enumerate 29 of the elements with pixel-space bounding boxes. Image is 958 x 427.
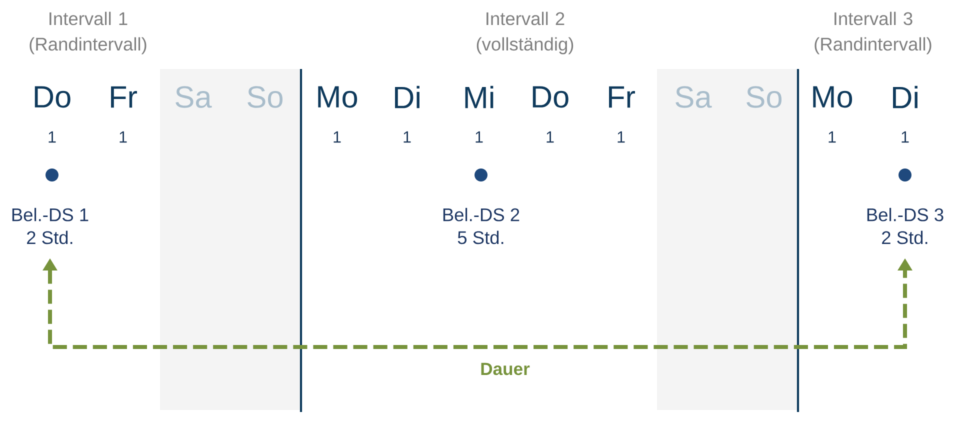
count-label: 1 [546, 131, 554, 143]
weekday-label: So [746, 86, 782, 108]
count-label: 1 [476, 131, 483, 143]
count-label: 1 [828, 131, 836, 143]
weekday-label: Mo [813, 86, 852, 108]
weekday-label: Fr [111, 86, 137, 108]
interval-heading: Intervall 3 (Randintervall) [814, 12, 932, 54]
count-label: 1 [404, 131, 411, 143]
interval-heading: Intervall 1 (Randintervall) [30, 12, 146, 54]
weekday-label: Di [893, 86, 918, 108]
count-label: 1 [120, 131, 127, 143]
weekday-label: Do [34, 86, 70, 108]
weekday-label: Mi [465, 86, 494, 108]
count-label: 1 [902, 131, 909, 143]
weekday-label: Sa [676, 86, 712, 108]
interval-heading: Intervall 2 (vollständig) [476, 12, 574, 54]
edge-label: Dauer [481, 362, 530, 376]
weekday-label: Di [395, 86, 420, 108]
count-label: 1 [48, 131, 56, 143]
weekday-label: Fr [609, 86, 635, 108]
duration-text: Bel.-DS 1 2 Std. [12, 208, 88, 244]
weekday-label: Mo [318, 86, 358, 108]
count-label: 1 [618, 131, 625, 143]
weekday-label: Do [532, 86, 568, 108]
weekday-label: So [248, 86, 283, 108]
duration-text: Bel.-DS 2 5 Std. [443, 208, 520, 244]
count-label: 1 [334, 131, 341, 143]
weekday-label: Sa [176, 86, 212, 108]
duration-text: Bel.-DS 3 2 Std. [867, 208, 944, 244]
